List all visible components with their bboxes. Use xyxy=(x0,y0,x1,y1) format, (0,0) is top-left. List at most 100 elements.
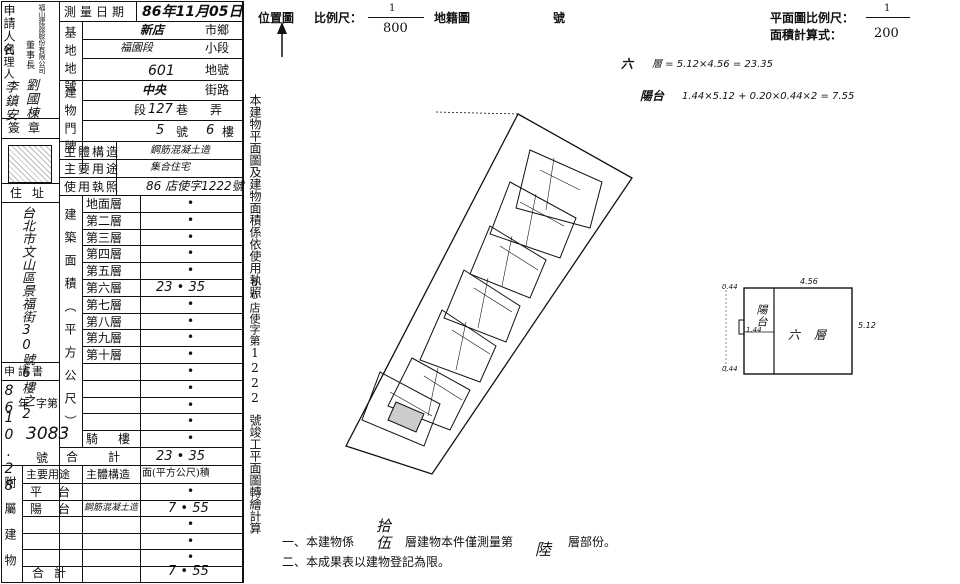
floor-name: 第三層 xyxy=(86,230,123,245)
cadastral-no: 號 xyxy=(553,11,566,25)
floor-area-value: • xyxy=(187,347,195,362)
center-note-3: 1222 xyxy=(248,346,262,406)
app-char-label: 字第 xyxy=(36,397,58,410)
floor-area-value: • xyxy=(187,380,195,395)
north-arrow-icon xyxy=(277,22,287,57)
annex-area: • xyxy=(187,517,195,531)
chairman-name: 劉國棟 xyxy=(23,78,38,120)
center-note-2: 86店使字第 xyxy=(248,276,261,346)
annex-use: 平台 xyxy=(30,485,87,499)
floor-no: 6 xyxy=(206,123,215,138)
agent-label: 代理人 xyxy=(2,44,15,80)
annex-col-struct: 主體構造 xyxy=(86,468,130,481)
structure-value: 鋼筋混凝土造 xyxy=(150,145,210,156)
plan-left-dim: 1.44 xyxy=(746,326,762,334)
section: 福園段 xyxy=(120,41,153,54)
area-side-label: 建築面積（平方公尺） xyxy=(63,208,77,438)
calc-line2-label: 陽台 xyxy=(640,89,665,103)
building-label: 建物門牌 xyxy=(63,86,77,158)
footer-note1-mid: 層建物本件僅測量第 xyxy=(405,535,514,549)
annex-use: 陽台 xyxy=(30,501,87,516)
floorplan-scale-num: 1 xyxy=(884,3,891,14)
scale-label: 比例尺： xyxy=(314,11,363,25)
plan-small-dim-top: 0.44 xyxy=(722,283,738,291)
calc-line1: 層 = 5.12×4.56 = 23.35 xyxy=(652,59,774,70)
app-year-unit: 年 xyxy=(18,397,31,411)
plan-right-dim: 5.12 xyxy=(858,321,876,330)
address-label: 住址 xyxy=(10,186,55,200)
annex-total-value: 7 • 55 xyxy=(168,564,209,579)
use-label: 主要用途 xyxy=(64,162,121,176)
location-label: 位置圖 xyxy=(258,11,295,25)
app-no-label: 申請書 xyxy=(4,365,46,378)
floor-name: 第九層 xyxy=(86,331,123,346)
plan-balcony-label: 陽台 xyxy=(755,304,768,328)
township: 新店 xyxy=(140,23,165,37)
survey-date-value: 86年11月05日 xyxy=(142,4,243,20)
floor-name: 地面層 xyxy=(86,197,123,211)
floor-area-value: • xyxy=(187,330,195,345)
cadastral-label: 地籍圖 xyxy=(434,11,471,25)
center-note-1: 本建物平面圖及建物面積係依使用執照 xyxy=(248,94,262,298)
house-no: 5 xyxy=(156,123,165,138)
license-value: 86 店使字1222號 xyxy=(146,179,244,193)
floor-unit: 樓 xyxy=(222,125,235,139)
chairman-label: 董事長 xyxy=(24,40,34,70)
floor-area-value: • xyxy=(187,313,195,328)
area-total-value: 23 • 35 xyxy=(156,449,206,464)
footer-note1-floors: 拾伍 xyxy=(374,518,392,552)
annex-area: • xyxy=(187,550,195,564)
lane-unit: 巷 xyxy=(176,103,189,117)
seal-stamp xyxy=(8,145,52,183)
floor-area-value: • xyxy=(187,397,195,412)
floor-name: 第六層 xyxy=(86,281,123,295)
floor-area-value: • xyxy=(187,212,195,227)
floor-area-value: • xyxy=(187,431,195,446)
floor-area-value: • xyxy=(187,246,195,261)
street-unit: 街路 xyxy=(205,83,230,97)
area-total-label: 合計 xyxy=(66,450,151,464)
plan-top-dim: 4.56 xyxy=(800,277,818,286)
floorplan-label: 平面圖比例尺： xyxy=(770,11,855,25)
floor-area-value: • xyxy=(187,364,195,378)
area-calc-label: 面積計算式： xyxy=(770,28,843,42)
applicant-column xyxy=(1,1,60,583)
scale-num: 1 xyxy=(389,3,396,14)
license-label: 使用執照 xyxy=(64,180,121,194)
applicant-label: 申請人名 xyxy=(2,4,16,56)
floor-plan-drawing xyxy=(725,287,853,375)
floor-area-value: • xyxy=(187,229,195,244)
house-unit: 號 xyxy=(176,125,189,139)
structure-label: 主體構造 xyxy=(64,145,121,159)
lot-no: 601 xyxy=(148,63,175,79)
street: 中央 xyxy=(142,83,167,97)
floor-name: 第五層 xyxy=(86,264,123,279)
floor-name: 第二層 xyxy=(86,213,123,228)
floor-area-value: • xyxy=(187,414,195,429)
applicant-company: 福山建設股份有限公司 xyxy=(38,4,46,74)
scale-den: 800 xyxy=(383,21,408,36)
annex-area: 7 • 55 xyxy=(168,500,209,516)
annex-area: • xyxy=(187,533,195,548)
site-plan-drawing xyxy=(345,111,633,475)
agent-name: 李鎮安 xyxy=(2,80,17,122)
survey-form xyxy=(1,1,243,583)
annex-side-label: 附屬建物 xyxy=(3,476,17,580)
annex-area: • xyxy=(187,484,195,498)
plan-room-label: 六層 xyxy=(788,328,841,342)
alley-unit: 弄 xyxy=(210,103,223,117)
annex-total-label: 合計 xyxy=(32,566,77,580)
calc-line1-label: 六 xyxy=(621,57,634,71)
area-calc-value: 200 xyxy=(874,26,899,41)
app-date: 10.28 xyxy=(1,410,17,495)
township-unit: 市鄉 xyxy=(205,23,230,37)
footer-note1-pre: 一、本建物係 xyxy=(282,535,355,549)
calc-line2: 1.44×5.12 + 0.20×0.44×2 = 7.55 xyxy=(682,91,855,102)
app-number: 3083 xyxy=(26,424,70,444)
floor-area-value: • xyxy=(187,196,195,210)
app-no-unit: 號 xyxy=(36,451,49,465)
address-value: 台北市文山區景福街30號6樓之2 xyxy=(19,206,34,422)
floor-area-value: • xyxy=(187,263,195,278)
footer-note2: 二、本成果表以建物登記為限。 xyxy=(282,555,451,569)
lane: 127 xyxy=(148,102,173,117)
